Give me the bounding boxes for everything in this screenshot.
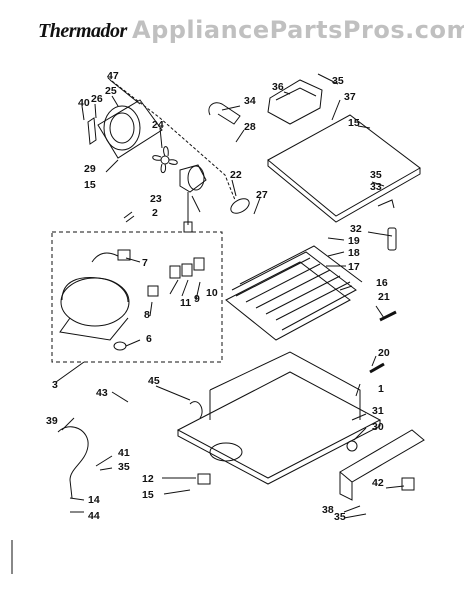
callout: 42: [372, 477, 384, 489]
callout: 15: [84, 179, 96, 191]
callout: 37: [344, 91, 356, 103]
small-part: [379, 310, 397, 322]
callout: 28: [244, 121, 256, 133]
callout: 26: [91, 93, 103, 105]
callout: 47: [107, 70, 119, 82]
wire-harness: [57, 401, 203, 499]
callout: 34: [244, 95, 256, 107]
callout: 8: [144, 309, 150, 321]
callout: 35: [334, 511, 346, 523]
fan-blade: [152, 146, 178, 174]
pin: [387, 227, 397, 251]
callout-labels: 47 40 26 25 24 29 15 23 22 27 2 36 34 35…: [46, 70, 390, 523]
callout: 1: [378, 383, 384, 395]
callout: 27: [256, 189, 268, 201]
callout: 10: [206, 287, 218, 299]
callout: 17: [348, 261, 360, 273]
fan-shroud: [87, 99, 163, 159]
callout: 43: [96, 387, 108, 399]
callout: 23: [150, 193, 162, 205]
side-bracket: [339, 429, 425, 501]
callout: 36: [272, 81, 284, 93]
callout: 24: [152, 119, 164, 131]
callout: 32: [350, 223, 362, 235]
callout: 7: [142, 257, 148, 269]
brand-logo: Thermador: [38, 20, 127, 42]
callout: 19: [348, 235, 360, 247]
bracket: [377, 199, 395, 209]
compressor-group: [51, 231, 223, 363]
callout: 14: [88, 494, 100, 506]
drain-tube: [208, 102, 241, 125]
callout: 21: [378, 291, 390, 303]
callout: 15: [348, 117, 360, 129]
callout: 3: [52, 379, 58, 391]
callout: 12: [142, 473, 154, 485]
callout: 15: [142, 489, 154, 501]
base-plate: [267, 114, 421, 223]
callout: 41: [118, 447, 130, 459]
watermark: AppliancePartsPros.com: [132, 16, 464, 44]
callout: 25: [105, 85, 117, 97]
callout: 45: [148, 375, 160, 387]
callout: 20: [378, 347, 390, 359]
callout: 35: [370, 169, 382, 181]
callout: 2: [152, 207, 158, 219]
base-frame: [176, 351, 382, 485]
callout: 33: [370, 181, 382, 193]
fan-motor: [179, 164, 207, 233]
top-cover: [267, 79, 323, 125]
callout: 44: [88, 510, 100, 522]
callout: 40: [78, 97, 90, 109]
callout: 38: [322, 504, 334, 516]
callout: 35: [118, 461, 130, 473]
callout: 31: [372, 405, 384, 417]
relay-parts: [91, 249, 205, 351]
compressor: [59, 277, 130, 341]
condenser-coil: [225, 245, 363, 341]
callout: 29: [84, 163, 96, 175]
cap: [346, 440, 358, 452]
fan-ring: [230, 198, 250, 214]
callout: 30: [372, 421, 384, 433]
callout: 9: [194, 293, 200, 305]
clip: [123, 211, 135, 223]
callout: 16: [376, 277, 388, 289]
callout: 18: [348, 247, 360, 259]
relay-box: [197, 473, 211, 485]
callout: 11: [180, 297, 191, 309]
callout: 35: [332, 75, 344, 87]
clip-part: [369, 362, 385, 374]
callout: 22: [230, 169, 242, 181]
callout: 39: [46, 415, 58, 427]
callout: 6: [146, 333, 152, 345]
